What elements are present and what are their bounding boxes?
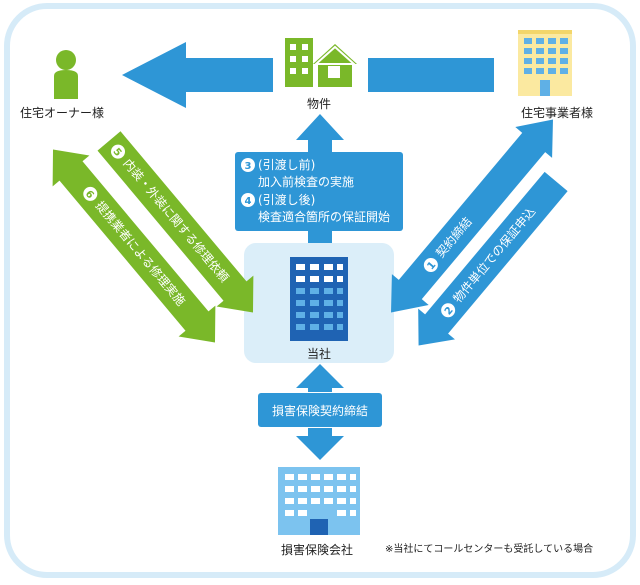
step4-number-circle bbox=[241, 193, 255, 207]
company-label: 当社 bbox=[307, 347, 332, 361]
arrow-company-insurer bbox=[296, 428, 344, 460]
step3-number: 3 bbox=[245, 161, 252, 172]
step2-number-circle bbox=[441, 303, 456, 318]
bar-builder-to-property bbox=[368, 58, 494, 92]
footnote: ※当社にてコールセンターも受託している場合 bbox=[385, 544, 594, 555]
insurance-contract-box bbox=[258, 393, 382, 427]
step-box-3-4 bbox=[235, 152, 403, 231]
company-building-icon bbox=[290, 257, 348, 341]
owner-label: 住宅オーナー様 bbox=[20, 106, 105, 120]
apartment-icon bbox=[285, 38, 313, 87]
office-building-icon bbox=[518, 30, 572, 96]
step4-line1: (引渡し後) bbox=[258, 192, 315, 207]
step4-line2: 検査適合箇所の保証開始 bbox=[258, 209, 390, 224]
step1-number-circle bbox=[423, 258, 438, 273]
arrow-property-to-owner bbox=[122, 42, 273, 108]
insurer-label: 損害保険会社 bbox=[281, 543, 354, 557]
insurance-building-icon bbox=[278, 467, 360, 535]
step3-line2: 加入前検査の実施 bbox=[258, 174, 354, 189]
arrow-insurer-company bbox=[296, 364, 344, 392]
step5-number-circle bbox=[111, 144, 126, 159]
step4-number: 4 bbox=[245, 196, 252, 207]
person-icon bbox=[54, 50, 78, 99]
builder-label: 住宅事業者様 bbox=[521, 106, 594, 120]
house-icon bbox=[313, 44, 357, 87]
step3-line1: (引渡し前) bbox=[258, 157, 315, 172]
property-label: 物件 bbox=[307, 97, 332, 111]
step6-number-circle bbox=[83, 186, 98, 201]
insurance-contract-label: 損害保険契約締結 bbox=[272, 403, 368, 418]
step3-number-circle bbox=[241, 158, 255, 172]
